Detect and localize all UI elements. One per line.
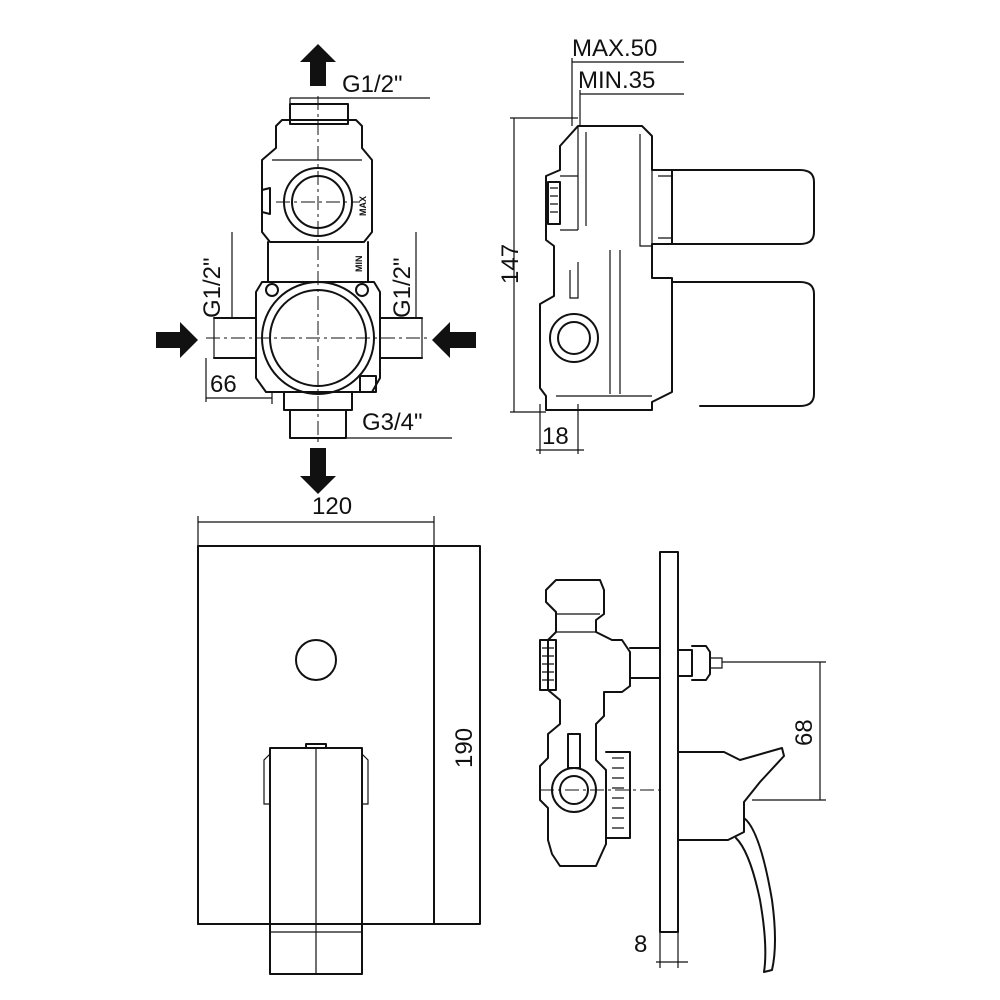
dim-outlet: G3/4" (290, 409, 452, 439)
label-66: 66 (210, 371, 237, 398)
label-right-inlet: G1/2" (389, 257, 416, 318)
dim-max: MAX.50 (571, 35, 684, 126)
label-8: 8 (634, 931, 647, 958)
label-120: 120 (312, 493, 352, 520)
assembly-side-view (539, 551, 785, 973)
label-left-inlet: G1/2" (199, 257, 226, 318)
flow-arrows (156, 44, 476, 494)
dim-8: 8 (634, 931, 688, 963)
arrow-left-icon (432, 322, 476, 358)
dim-120: 120 (197, 493, 435, 546)
label-min: MIN.35 (578, 67, 655, 94)
dim-190: 190 (451, 728, 478, 768)
label-68: 68 (791, 719, 818, 746)
arrow-right-icon (156, 322, 198, 358)
arrow-up-icon (300, 44, 336, 86)
max-mark: MAX (358, 196, 368, 216)
dim-68: 68 (722, 661, 826, 801)
valve-body-front-view: MAX MIN (206, 96, 430, 446)
dim-left-inlet: G1/2" (199, 232, 233, 318)
label-top-inlet: G1/2" (342, 71, 403, 98)
dim-147: 147 (497, 117, 578, 413)
dim-right-inlet: G1/2" (389, 232, 417, 318)
dim-18: 18 (536, 404, 584, 454)
label-max: MAX.50 (572, 35, 657, 62)
valve-body-side-view (539, 125, 815, 411)
dim-min: MIN.35 (578, 67, 684, 126)
arrow-down-icon (300, 448, 336, 494)
label-outlet: G3/4" (362, 409, 423, 436)
label-147: 147 (497, 244, 524, 284)
label-18: 18 (542, 423, 569, 450)
dim-top-inlet: G1/2" (289, 71, 430, 104)
min-mark: MIN (354, 256, 364, 273)
dim-66: 66 (205, 358, 273, 404)
cover-plate-front-view (197, 545, 481, 975)
label-190: 190 (451, 728, 478, 768)
